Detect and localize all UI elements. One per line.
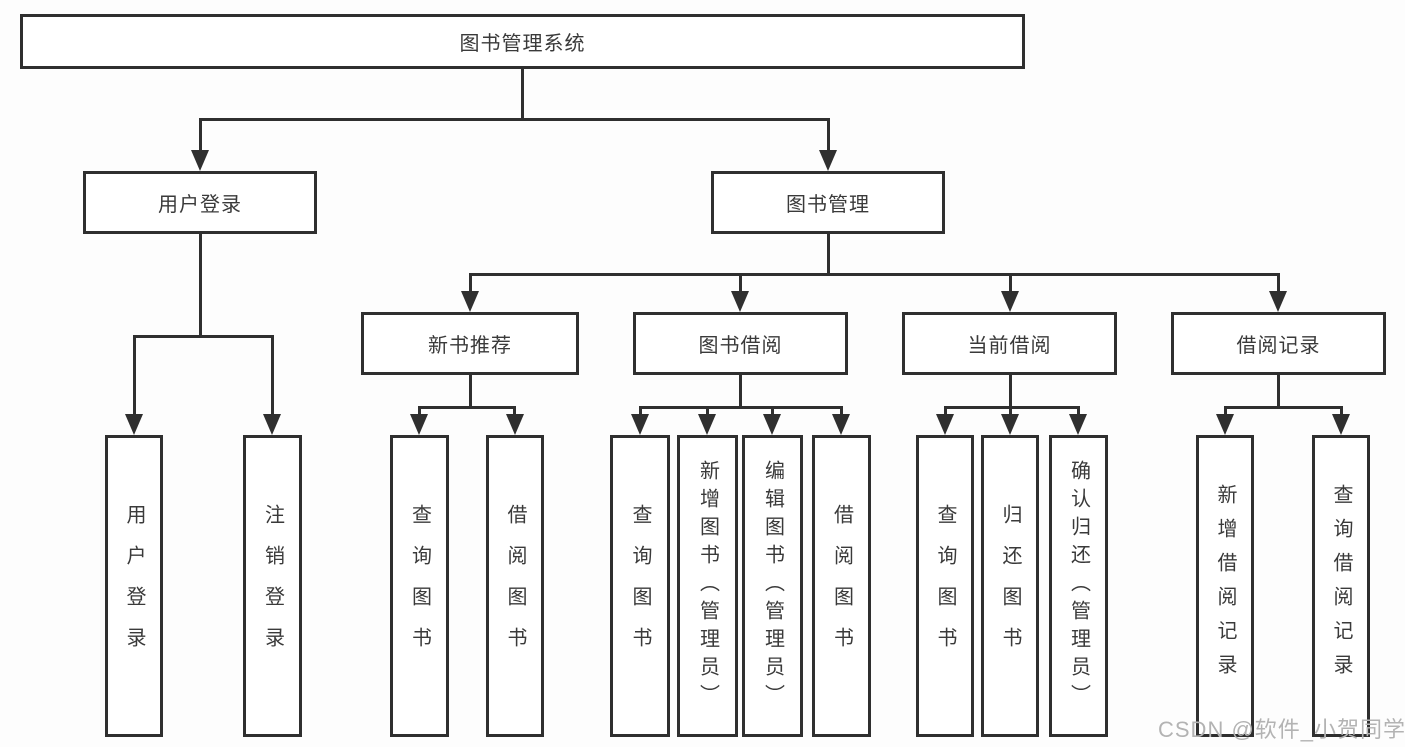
- leaf-borrow-books-2: 借阅图书: [812, 435, 871, 737]
- leaf-borrow-books-1: 借阅图书: [486, 435, 544, 737]
- connector-line: [133, 335, 274, 338]
- arrowhead-down-icon: [1069, 414, 1087, 435]
- arrowhead-down-icon: [731, 291, 749, 312]
- arrowhead-down-icon: [1001, 291, 1019, 312]
- leaf-return-books-label: 归还图书: [999, 504, 1021, 668]
- connector-line: [1009, 375, 1012, 408]
- arrowhead-down-icon: [763, 414, 781, 435]
- node-current-borrow: 当前借阅: [902, 312, 1117, 375]
- leaf-query-borrow-record-label: 查询借阅记录: [1330, 484, 1352, 688]
- connector-line: [271, 335, 274, 415]
- leaf-query-books-3-label: 查询图书: [934, 504, 956, 668]
- node-root-system: 图书管理系统: [20, 14, 1025, 69]
- connector-line: [1224, 406, 1227, 416]
- leaf-user-login-label: 用户登录: [123, 504, 145, 668]
- node-book-borrow-label: 图书借阅: [698, 335, 783, 357]
- node-user-login: 用户登录: [83, 171, 317, 234]
- connector-line: [1277, 375, 1280, 408]
- connector-line: [1340, 406, 1343, 416]
- connector-line: [418, 406, 516, 409]
- leaf-add-borrow-record: 新增借阅记录: [1196, 435, 1254, 737]
- arrowhead-down-icon: [410, 414, 428, 435]
- arrowhead-down-icon: [1269, 291, 1287, 312]
- connector-line: [944, 406, 947, 416]
- leaf-query-books-1-label: 查询图书: [408, 504, 431, 668]
- leaf-add-books-admin-label: 新增图书（管理员）: [696, 460, 719, 712]
- connector-line: [418, 406, 421, 416]
- connector-line: [199, 118, 829, 121]
- arrowhead-down-icon: [1216, 414, 1234, 435]
- connector-line: [513, 406, 516, 416]
- connector-line: [771, 406, 774, 416]
- node-book-management-label: 图书管理: [786, 194, 870, 216]
- node-user-login-label: 用户登录: [158, 194, 242, 216]
- node-book-management: 图书管理: [711, 171, 945, 234]
- watermark: CSDN @软件_小贺同学: [1158, 717, 1405, 742]
- connector-line: [840, 406, 843, 416]
- leaf-query-books-2-label: 查询图书: [629, 504, 651, 668]
- connector-line: [469, 375, 472, 408]
- arrowhead-down-icon: [936, 414, 954, 435]
- connector-line: [199, 234, 202, 336]
- connector-line: [1009, 406, 1012, 416]
- connector-line: [827, 118, 830, 152]
- arrowhead-down-icon: [125, 414, 143, 435]
- leaf-add-books-admin: 新增图书（管理员）: [677, 435, 738, 737]
- leaf-user-login: 用户登录: [105, 435, 163, 737]
- leaf-borrow-books-1-label: 借阅图书: [504, 504, 526, 668]
- leaf-add-borrow-record-label: 新增借阅记录: [1214, 484, 1236, 688]
- connector-line: [469, 273, 472, 293]
- leaf-return-books: 归还图书: [981, 435, 1039, 737]
- arrowhead-down-icon: [819, 150, 837, 171]
- connector-line: [739, 375, 742, 408]
- connector-line: [521, 68, 524, 121]
- leaf-confirm-return-admin: 确认归还（管理员）: [1049, 435, 1108, 737]
- node-new-books: 新书推荐: [361, 312, 579, 375]
- node-book-borrow: 图书借阅: [633, 312, 848, 375]
- leaf-confirm-return-admin-label: 确认归还（管理员）: [1067, 460, 1090, 712]
- connector-line: [827, 234, 830, 275]
- arrowhead-down-icon: [191, 150, 209, 171]
- connector-line: [1277, 273, 1280, 293]
- connector-line: [739, 273, 742, 293]
- node-root-label: 图书管理系统: [459, 33, 586, 55]
- node-borrow-records-label: 借阅记录: [1236, 335, 1321, 357]
- connector-line: [706, 406, 709, 416]
- leaf-query-books-1: 查询图书: [390, 435, 449, 737]
- leaf-edit-books-admin-label: 编辑图书（管理员）: [761, 460, 784, 712]
- leaf-query-borrow-record: 查询借阅记录: [1312, 435, 1370, 737]
- connector-line: [1077, 406, 1080, 416]
- connector-line: [199, 118, 202, 152]
- leaf-edit-books-admin: 编辑图书（管理员）: [742, 435, 803, 737]
- arrowhead-down-icon: [263, 414, 281, 435]
- connector-line: [639, 406, 842, 409]
- connector-line: [469, 273, 1280, 276]
- leaf-query-books-3: 查询图书: [916, 435, 974, 737]
- arrowhead-down-icon: [461, 291, 479, 312]
- connector-line: [1224, 406, 1342, 409]
- leaf-logout-label: 注销登录: [261, 504, 284, 668]
- arrowhead-down-icon: [506, 414, 524, 435]
- node-borrow-records: 借阅记录: [1171, 312, 1386, 375]
- leaf-borrow-books-2-label: 借阅图书: [830, 504, 853, 668]
- arrowhead-down-icon: [832, 414, 850, 435]
- leaf-query-books-2: 查询图书: [610, 435, 670, 737]
- leaf-logout: 注销登录: [243, 435, 302, 737]
- arrowhead-down-icon: [1332, 414, 1350, 435]
- arrowhead-down-icon: [698, 414, 716, 435]
- arrowhead-down-icon: [1001, 414, 1019, 435]
- connector-line: [133, 335, 136, 415]
- node-current-borrow-label: 当前借阅: [967, 335, 1052, 357]
- connector-line: [1009, 273, 1012, 293]
- connector-line: [639, 406, 642, 416]
- arrowhead-down-icon: [631, 414, 649, 435]
- node-new-books-label: 新书推荐: [428, 335, 512, 357]
